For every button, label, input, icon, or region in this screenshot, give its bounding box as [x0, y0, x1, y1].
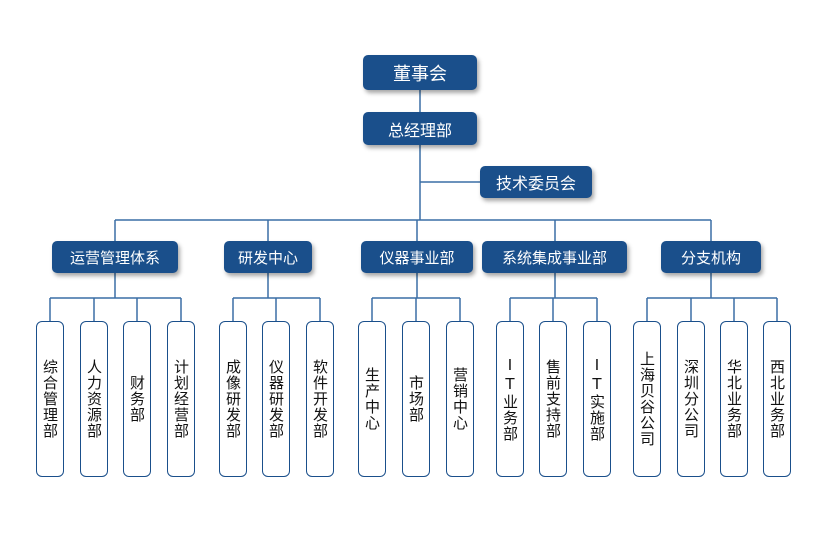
leaf-it-business: IT业务部	[496, 321, 524, 477]
dept-branches: 分支机构	[661, 241, 761, 273]
leaf-planning: 计划经营部	[167, 321, 195, 477]
leaf-imaging-rnd: 成像研发部	[219, 321, 247, 477]
leaf-hr: 人力资源部	[80, 321, 108, 477]
board-box: 董事会	[363, 55, 477, 90]
leaf-software-dev: 软件开发部	[306, 321, 334, 477]
dept-instrument: 仪器事业部	[361, 241, 473, 273]
dept-system-integration: 系统集成事业部	[482, 241, 627, 273]
technical-committee-box: 技术委员会	[480, 166, 592, 198]
leaf-marketing: 营销中心	[446, 321, 474, 477]
leaf-instrument-rnd: 仪器研发部	[262, 321, 290, 477]
leaf-presales: 售前支持部	[539, 321, 567, 477]
leaf-shenzhen: 深圳分公司	[677, 321, 705, 477]
leaf-it-implementation: IT实施部	[583, 321, 611, 477]
leaf-north-china: 华北业务部	[720, 321, 748, 477]
leaf-general-admin: 综合管理部	[36, 321, 64, 477]
dept-rnd-center: 研发中心	[224, 241, 312, 273]
leaf-finance: 财务部	[123, 321, 151, 477]
dept-operations: 运营管理体系	[52, 241, 178, 273]
leaf-market: 市场部	[402, 321, 430, 477]
leaf-production: 生产中心	[358, 321, 386, 477]
leaf-shanghai: 上海贝谷公司	[633, 321, 661, 477]
general-manager-box: 总经理部	[363, 112, 477, 145]
leaf-northwest: 西北业务部	[763, 321, 791, 477]
